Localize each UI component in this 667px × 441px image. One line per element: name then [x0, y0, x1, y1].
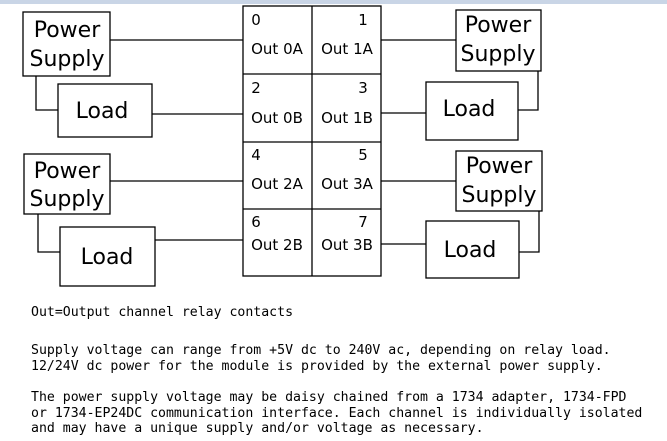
supply-note-line2: 12/24V dc power for the module is provid… [31, 358, 603, 374]
wiring-diagram: 0 Out 0A 1 Out 1A 2 Out 0B 3 Out 1B 4 Ou… [22, 5, 543, 287]
power-supply-label-line2: Supply [30, 47, 105, 72]
chain-note-line2: or 1734-EP24DC communication interface. … [31, 405, 643, 421]
legend-note: Out=Output channel relay contacts [31, 305, 294, 320]
load-top-right: Load [425, 81, 519, 141]
supply-voltage-note: Supply voltage can range from +5V dc to … [31, 343, 611, 374]
terminal-5-label: Out 3A [321, 175, 374, 193]
power-supply-label-line1: Power [34, 18, 101, 43]
power-supply-label-line2: Supply [461, 42, 536, 67]
module-terminal-block: 0 Out 0A 1 Out 1A 2 Out 0B 3 Out 1B 4 Ou… [242, 5, 382, 277]
load-label: Load [444, 238, 497, 263]
power-supply-label-line1: Power [466, 154, 533, 179]
power-supply-top-left: Power Supply [22, 11, 111, 77]
terminal-7-label: Out 3B [321, 236, 373, 254]
wire-ps-tl-to-load [35, 76, 58, 111]
terminal-7-number: 7 [358, 213, 368, 231]
supply-note-line1: Supply voltage can range from +5V dc to … [31, 343, 611, 358]
power-supply-bottom-right: Power Supply [455, 150, 543, 212]
window-top-border [0, 0, 667, 4]
wires [35, 39, 540, 253]
power-supply-label-line1: Power [465, 13, 532, 38]
terminal-0-number: 0 [251, 11, 261, 29]
terminal-5-number: 5 [358, 146, 368, 164]
terminal-3-label: Out 1B [321, 109, 373, 127]
wire-ps-bl-to-load [37, 214, 60, 253]
terminal-3-number: 3 [358, 79, 368, 97]
daisy-chain-note: The power supply voltage may be daisy ch… [31, 390, 642, 437]
power-supply-bottom-left: Power Supply [23, 153, 111, 215]
terminal-2-label: Out 0B [251, 109, 303, 127]
terminal-1-label: Out 1A [321, 40, 374, 58]
power-supply-label-line2: Supply [30, 187, 105, 212]
load-bottom-left: Load [59, 226, 156, 287]
terminal-2-number: 2 [251, 79, 261, 97]
load-top-left: Load [57, 83, 153, 138]
terminal-0-label: Out 0A [251, 40, 304, 58]
chain-note-line3: and may have a unique supply and/or volt… [31, 421, 484, 436]
load-bottom-right: Load [425, 220, 520, 279]
load-label: Load [443, 97, 496, 122]
load-label: Load [76, 99, 129, 124]
load-label: Load [81, 245, 134, 270]
terminal-6-number: 6 [251, 213, 261, 231]
terminal-1-number: 1 [358, 11, 368, 29]
terminal-4-label: Out 2A [251, 175, 304, 193]
terminal-4-number: 4 [251, 146, 261, 164]
power-supply-label-line2: Supply [462, 183, 537, 208]
wire-ps-br-to-load [519, 211, 540, 253]
wire-ps-tr-to-load [518, 71, 539, 111]
chain-note-line1: The power supply voltage may be daisy ch… [31, 390, 627, 405]
terminal-6-label: Out 2B [251, 236, 303, 254]
power-supply-top-right: Power Supply [455, 9, 542, 72]
power-supply-label-line1: Power [34, 159, 101, 184]
